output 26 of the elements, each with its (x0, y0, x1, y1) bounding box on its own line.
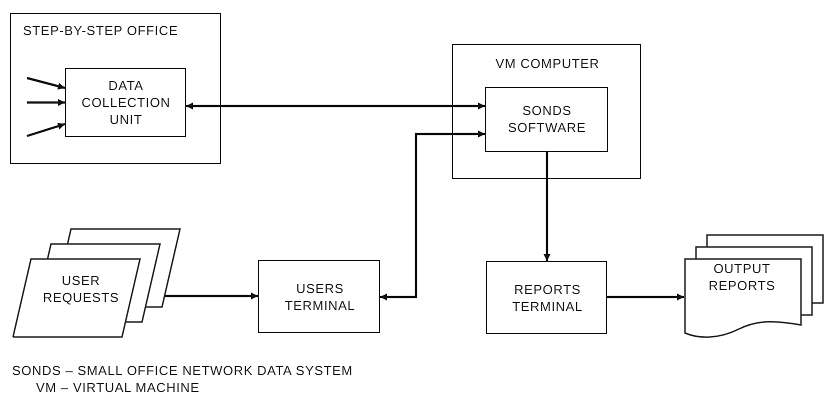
office-box (10, 13, 221, 164)
input-arrow (26, 76, 66, 90)
arrow (165, 292, 258, 300)
node-label: SONDS SOFTWARE (507, 102, 587, 136)
terminal-box (258, 260, 380, 333)
abbreviation-note: VM – VIRTUAL MACHINE (36, 380, 200, 395)
arrow (607, 294, 684, 300)
node-label: USERS TERMINAL (284, 280, 356, 314)
node-label: STEP-BY-STEP OFFICE (22, 22, 180, 39)
stacked-documents (684, 233, 827, 341)
node-label: DATA COLLECTION UNIT (80, 76, 172, 128)
arrow (186, 102, 485, 110)
node-label: OUTPUT REPORTS (708, 260, 776, 294)
abbreviation-note: SONDS – SMALL OFFICE NETWORK DATA SYSTEM (12, 363, 353, 378)
stacked-documents (12, 227, 182, 339)
input-arrow (27, 99, 65, 106)
computer-box (452, 44, 641, 179)
process-box (64, 68, 186, 136)
terminal-box (486, 261, 607, 334)
node-label: USER REQUESTS (42, 272, 120, 306)
arrow (544, 152, 550, 261)
process-box (484, 86, 608, 152)
node-label: REPORTS TERMINAL (511, 281, 584, 315)
node-label: VM COMPUTER (494, 55, 601, 72)
arrow (380, 130, 485, 300)
input-arrow (26, 122, 66, 138)
